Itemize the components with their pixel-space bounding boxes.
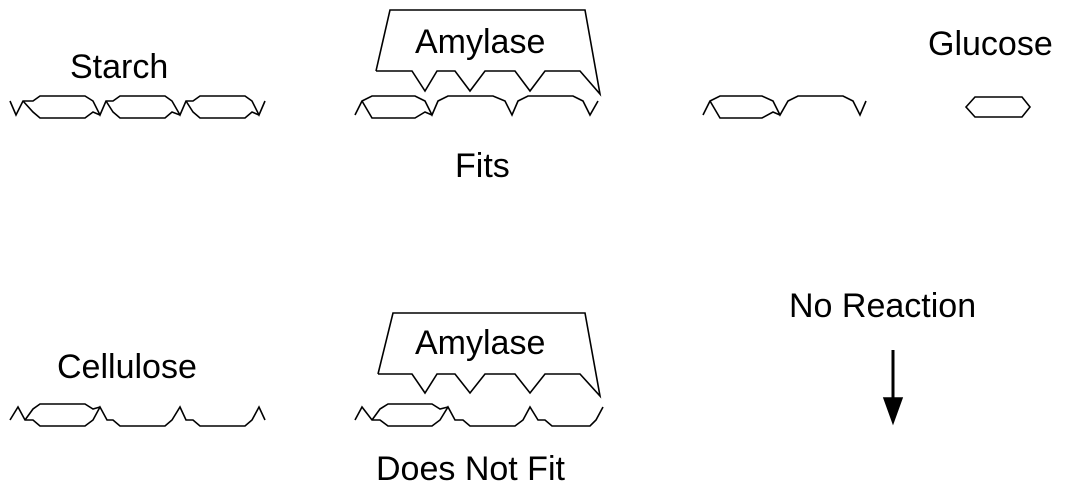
amylase-label-top: Amylase [415, 23, 546, 61]
starch-unit-3-bottom [185, 100, 260, 119]
starch-label: Starch [70, 48, 169, 86]
amylase-enzyme-top [375, 9, 602, 97]
starch-chain-bound [354, 95, 599, 117]
cellulose-chain-unbound-top [371, 403, 449, 421]
product-chain-bottom [709, 100, 781, 119]
product-chain [702, 95, 867, 117]
cellulose-chain [9, 405, 266, 427]
starch-unit-1-bottom [22, 100, 101, 119]
amylase-label-bottom: Amylase [415, 324, 546, 362]
glucose-unit [964, 96, 1032, 118]
amylase-enzyme-bottom [377, 312, 602, 399]
starch-chain-bound-bottom [361, 100, 433, 119]
down-arrow-icon [882, 350, 904, 426]
fits-label: Fits [455, 147, 510, 185]
cellulose-label: Cellulose [57, 348, 197, 386]
glucose-label: Glucose [928, 25, 1053, 63]
no-reaction-label: No Reaction [789, 287, 977, 325]
starch-chain [9, 95, 266, 117]
cellulose-chain-top [24, 403, 101, 421]
starch-unit-2-bottom [105, 100, 181, 119]
cellulose-chain-unbound [354, 405, 604, 427]
